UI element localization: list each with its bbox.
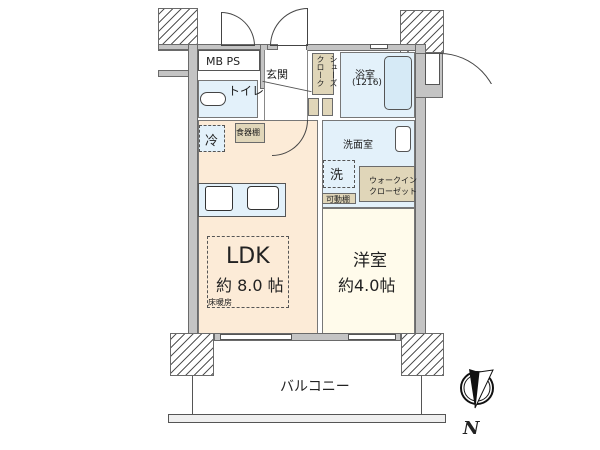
bathroom-size-label: (1216) <box>352 78 382 88</box>
door-arc-entrance <box>270 8 308 46</box>
entrance-label: 玄関 <box>266 68 288 81</box>
western-room-size: 約4.0帖 <box>338 276 396 295</box>
sink-icon <box>247 186 279 210</box>
floor-heating-label: 床暖房 <box>208 298 232 307</box>
western-room <box>322 208 415 334</box>
cupboard-label: 食器棚 <box>236 128 260 137</box>
balcony-railing <box>168 414 446 423</box>
ldk-name: LDK <box>226 244 270 269</box>
shoe-cloak <box>312 53 334 95</box>
mb-ps-closet <box>198 50 260 71</box>
mb-ps-label: MB PS <box>206 55 241 68</box>
compass-north-label: N <box>463 418 480 439</box>
wic-line-1: ウォークイン <box>369 176 417 185</box>
toilet-icon <box>200 92 226 106</box>
wall-top-right <box>306 44 416 51</box>
adjustable-shelf-label: 可動棚 <box>326 195 350 204</box>
washer-label: 洗 <box>330 168 344 183</box>
stove-icon <box>205 186 233 211</box>
wic-line-2: クローゼット <box>369 187 417 196</box>
wall-pillar-bottom-left <box>170 333 214 376</box>
shoe-cloak-line-2: クローク <box>316 55 325 87</box>
western-room-name: 洋室 <box>353 251 387 271</box>
cupboard <box>235 123 265 143</box>
adjustable-shelf <box>322 193 356 204</box>
toilet-label: トイレ <box>228 84 265 98</box>
walk-in-closet <box>359 166 415 202</box>
balcony-area <box>192 376 422 416</box>
shoe-cabinet-1 <box>308 98 319 116</box>
fridge-label: 冷 <box>205 134 219 149</box>
bath-window <box>370 44 388 49</box>
wall-pillar-top-left <box>158 8 198 51</box>
shoe-cloak-line-1: シューズ <box>329 55 338 87</box>
compass-icon <box>455 366 499 410</box>
washbasin-icon <box>395 126 411 152</box>
wall-pillar-bottom-right <box>401 333 444 376</box>
ldk-size: 約 8.0 帖 <box>216 276 284 295</box>
wall-bottom <box>214 333 401 341</box>
ldk-room <box>198 120 318 334</box>
window-western <box>348 334 396 340</box>
door-arc-recess <box>440 53 500 84</box>
fridge-space <box>199 125 225 152</box>
balcony-label: バルコニー <box>280 379 350 395</box>
recess-opening <box>425 53 440 85</box>
wall-top-left <box>158 44 278 50</box>
washer-space <box>323 160 355 188</box>
bathroom-label: 浴室 <box>355 70 375 81</box>
bathtub-icon <box>384 56 412 110</box>
shoe-cabinet-2 <box>322 98 333 116</box>
washroom-label: 洗面室 <box>343 140 373 151</box>
wall-left <box>188 44 198 334</box>
door-arc-mb <box>221 12 255 46</box>
floor-heating-area <box>207 236 289 308</box>
window-ldk <box>220 334 292 340</box>
